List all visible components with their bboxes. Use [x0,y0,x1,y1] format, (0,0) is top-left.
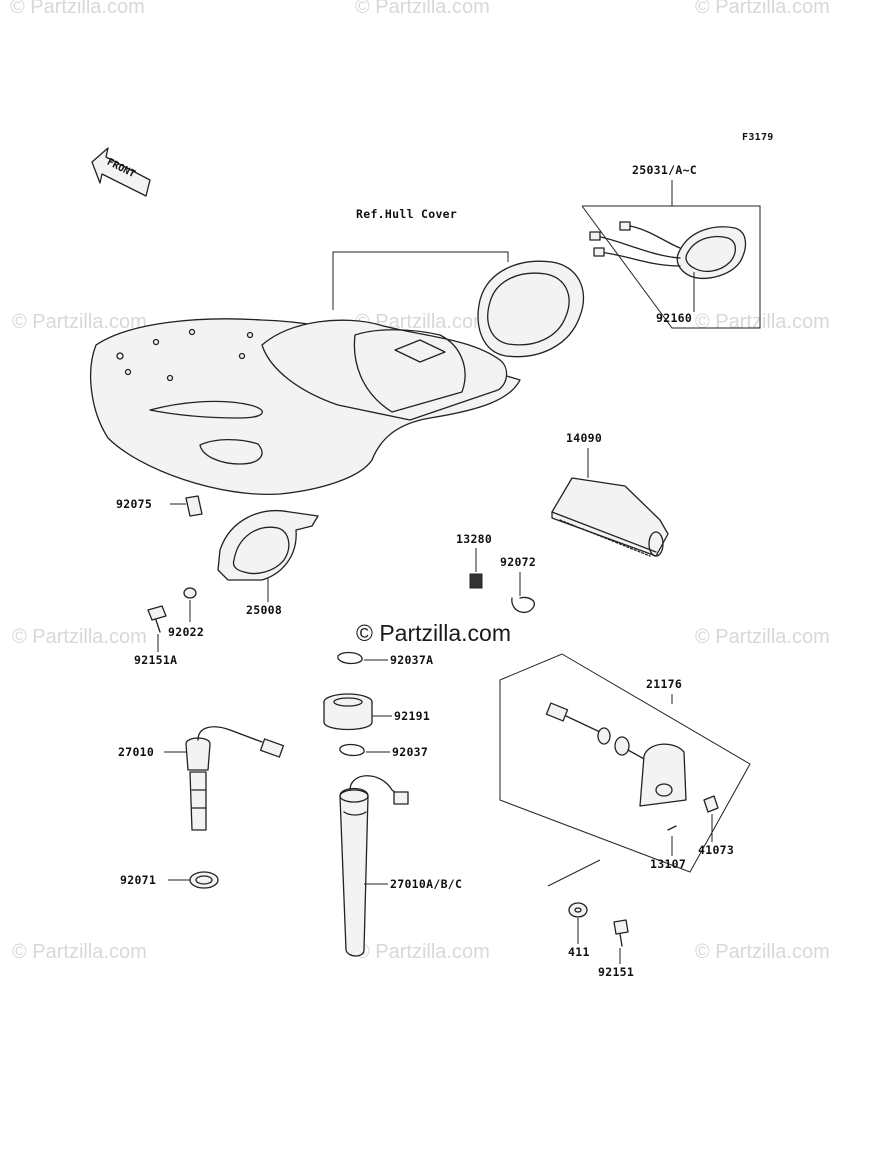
label-13107: 13107 [650,857,686,871]
watermark-top-right: © Partzilla.com [695,0,830,18]
meter-assembly-part [589,221,747,279]
watermark-mid-left: © Partzilla.com [12,311,147,333]
front-arrow-icon: FRONT [91,147,151,197]
part-41073 [703,795,719,813]
label-21176: 21176 [646,677,682,691]
watermark-bottom-right: © Partzilla.com [695,941,830,963]
label-27010: 27010 [118,745,154,759]
ref-hull-cover-label: Ref.Hull Cover [356,207,457,221]
box-25031 [581,205,761,329]
watermark-bottom-center: © Partzilla.com [355,941,490,963]
label-92037: 92037 [392,745,428,759]
switch-assembly-part [545,702,687,807]
watermark-top-left: © Partzilla.com [10,0,145,18]
label-27010ABC: 27010A/B/C [390,877,462,891]
part-92022 [183,587,197,599]
ref-hull-bracket [332,251,509,310]
label-25008: 25008 [246,603,282,617]
watermark-mid-right: © Partzilla.com [695,311,830,333]
label-92022: 92022 [168,625,204,639]
watermark-low-left: © Partzilla.com [12,626,147,648]
fuel-sender-part [339,775,409,957]
label-41073: 41073 [698,843,734,857]
label-92191: 92191 [394,709,430,723]
part-92071 [189,871,219,889]
part-92072 [511,596,535,614]
label-25031: 25031/A~C [632,163,697,177]
box-21176-tail [547,859,601,887]
label-92071: 92071 [120,873,156,887]
part-92037A [337,651,363,665]
part-411 [568,902,588,918]
label-92151A: 92151A [134,653,177,667]
label-92072: 92072 [500,555,536,569]
label-92160: 92160 [656,311,692,325]
watermark-bottom-left: © Partzilla.com [12,941,147,963]
label-411: 411 [568,945,590,959]
cover-part-14090 [551,477,669,557]
watermark-low-right: © Partzilla.com [695,626,830,648]
part-92151A [147,605,167,633]
watermarks: © Partzilla.com © Partzilla.com © Partzi… [10,0,830,963]
meter-bezel-part [477,260,585,358]
part-92075 [185,495,203,517]
part-92151 [613,919,629,947]
watermark-top-center: © Partzilla.com [355,0,490,18]
figure-code: F3179 [742,132,774,143]
hull-cover-part [89,318,521,496]
part-13107 [667,825,677,831]
label-14090: 14090 [566,431,602,445]
center-watermark: © Partzilla.com [356,620,511,646]
part-92037 [339,743,365,757]
box-21176 [499,653,751,873]
part-92191 [323,693,373,731]
sender-part-27010 [185,726,285,831]
label-92151: 92151 [598,965,634,979]
label-92075: 92075 [116,497,152,511]
label-13280: 13280 [456,532,492,546]
label-92037A: 92037A [390,653,433,667]
part-13280 [469,573,483,589]
bracket-part-25008 [217,510,319,581]
